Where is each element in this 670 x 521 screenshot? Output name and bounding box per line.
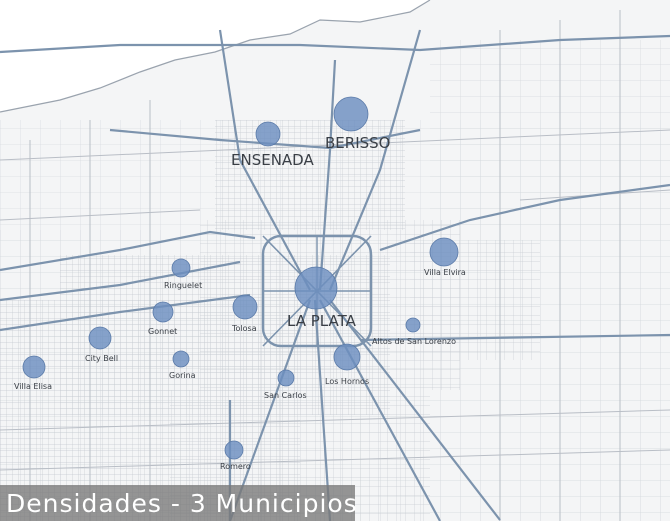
urban-grid bbox=[0, 40, 670, 521]
density-circle-la-plata bbox=[294, 266, 338, 310]
place-label-romero: Romero bbox=[220, 462, 251, 471]
river-area bbox=[0, 0, 430, 112]
minor-streets bbox=[0, 10, 670, 521]
density-circle-villa-elvira bbox=[429, 237, 459, 267]
place-label-ensenada: ENSENADA bbox=[231, 151, 314, 169]
place-label-gonnet: Gonnet bbox=[148, 327, 177, 336]
density-circle-gorina bbox=[172, 350, 190, 368]
place-label-villa-elvira: Villa Elvira bbox=[424, 268, 466, 277]
main-roads bbox=[0, 29, 670, 521]
map-title: Densidades - 3 Municipios bbox=[6, 489, 358, 518]
coastline bbox=[0, 0, 431, 113]
place-label-villa-elisa: Villa Elisa bbox=[14, 382, 52, 391]
place-label-berisso: BERISSO bbox=[325, 134, 390, 152]
place-labels: BERISSO ENSENADA LA PLATA Villa Elvira R… bbox=[14, 134, 466, 471]
place-label-city-bell: City Bell bbox=[85, 354, 118, 363]
density-circle-berisso bbox=[333, 96, 369, 132]
density-circle-city-bell bbox=[88, 326, 112, 350]
place-label-la-plata: LA PLATA bbox=[287, 312, 357, 330]
density-circle-altos-san-lorenzo bbox=[405, 317, 421, 333]
place-label-los-hornos: Los Hornos bbox=[325, 377, 369, 386]
density-circle-villa-elisa bbox=[22, 355, 46, 379]
density-circle-tolosa bbox=[232, 294, 258, 320]
density-circles bbox=[22, 96, 459, 460]
place-label-ringuelet: Ringuelet bbox=[164, 281, 202, 290]
density-circle-los-hornos bbox=[333, 343, 361, 371]
density-circle-romero bbox=[224, 440, 244, 460]
place-label-altos-san-lorenzo: Altos de San Lorenzo bbox=[372, 337, 456, 346]
density-circle-san-carlos bbox=[277, 369, 295, 387]
place-label-san-carlos: San Carlos bbox=[264, 391, 307, 400]
place-label-gorina: Gorina bbox=[169, 371, 196, 380]
place-label-tolosa: Tolosa bbox=[231, 324, 257, 333]
density-circle-gonnet bbox=[152, 301, 174, 323]
density-circle-ensenada bbox=[255, 121, 281, 147]
title-bar: Densidades - 3 Municipios bbox=[0, 485, 358, 521]
density-circle-ringuelet bbox=[171, 258, 191, 278]
